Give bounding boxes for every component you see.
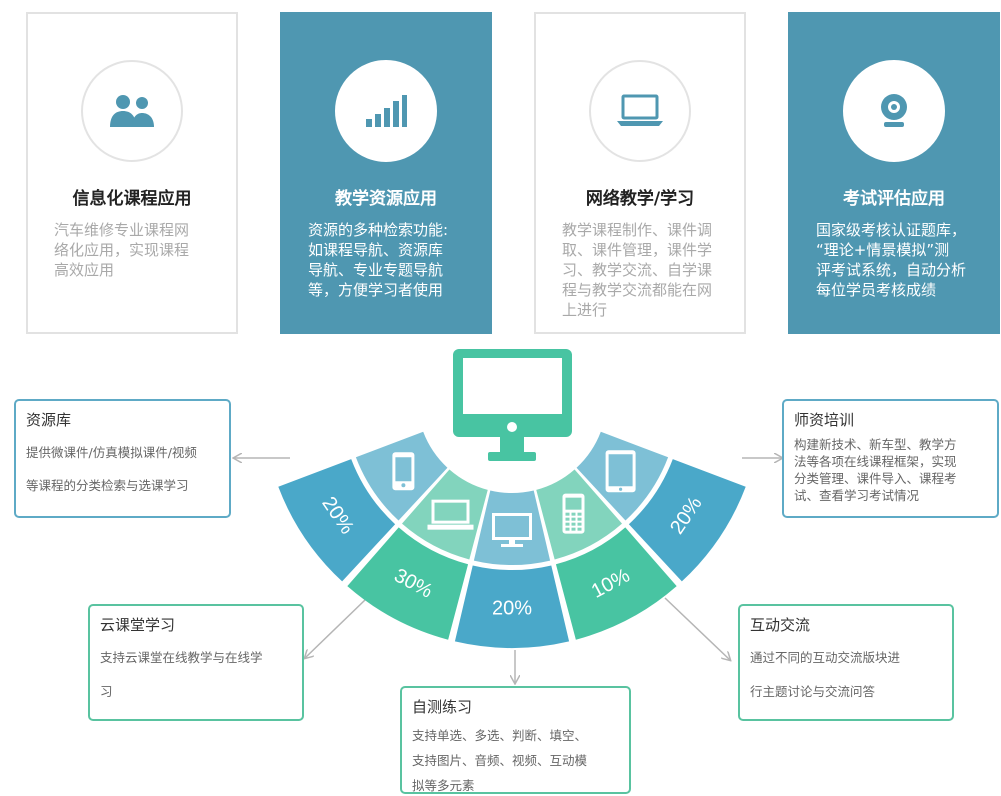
- phone-icon: [392, 452, 415, 491]
- card-title: 教学资源应用: [335, 189, 437, 209]
- feature-phone-icon: [562, 493, 585, 534]
- laptop-icon: [427, 499, 474, 530]
- card-desc: 汽车维修专业课程网络化应用，实现课程高效应用: [54, 221, 190, 279]
- box-resource-library: 资源库 提供微课件/仿真模拟课件/视频等课程的分类检索与选课学习: [14, 399, 231, 518]
- fan-outer-segment: [347, 527, 469, 640]
- box-desc: 支持单选、多选、判断、填空、支持图片、音频、视频、互动模拟等多元素: [412, 728, 588, 793]
- card-teaching-resources: 教学资源应用 资源的多种检索功能:如课程导航、资源库导航、专业专题导航等，方便学…: [280, 12, 492, 334]
- box-desc: 构建新技术、新车型、教学方法等各项在线课程框架，实现分类管理、课件导入、课程考试…: [794, 437, 957, 503]
- card-desc: 资源的多种检索功能:如课程导航、资源库导航、专业专题导航等，方便学习者使用: [308, 221, 449, 299]
- box-cloud-classroom: 云课堂学习 支持云课堂在线教学与在线学习: [88, 604, 304, 721]
- box-self-test: 自测练习 支持单选、多选、判断、填空、支持图片、音频、视频、互动模拟等多元素: [400, 686, 631, 794]
- box-title: 云课堂学习: [100, 616, 176, 634]
- box-title: 互动交流: [750, 616, 811, 634]
- webcam-icon: [881, 94, 907, 127]
- signal-bars-icon: [366, 95, 407, 127]
- box-desc: 支持云课堂在线教学与在线学习: [100, 650, 263, 699]
- card-desc: 国家级考核认证题库，“理论+情景模拟”测评考试系统，自动分析每位学员考核成绩: [816, 221, 967, 299]
- laptop-icon: [617, 94, 663, 126]
- users-icon: [110, 95, 154, 127]
- card-info-course: 信息化课程应用 汽车维修专业课程网络化应用，实现课程高效应用: [26, 12, 238, 334]
- card-desc: 教学课程制作、课件调取、课件管理，课件学习、教学交流、自学课程与教学交流都能在网…: [562, 221, 713, 319]
- card-title: 信息化课程应用: [72, 189, 192, 209]
- fan-outer-segment: [555, 527, 677, 640]
- card-online-teaching: 网络教学/学习 教学课程制作、课件调取、课件管理，课件学习、教学交流、自学课程与…: [534, 12, 746, 334]
- monitor-icon: [453, 349, 572, 461]
- card-title: 考试评估应用: [843, 189, 945, 209]
- card-title: 网络教学/学习: [585, 189, 695, 209]
- box-teacher-training: 师资培训 构建新技术、新车型、教学方法等各项在线课程框架，实现分类管理、课件导入…: [782, 399, 999, 518]
- tablet-icon: [605, 450, 636, 493]
- card-icon-circle: [335, 60, 437, 162]
- box-title: 师资培训: [794, 411, 855, 429]
- box-title: 自测练习: [412, 698, 473, 716]
- fan-outer-segment: [454, 565, 570, 648]
- connector-cloud-class: [305, 599, 366, 658]
- box-desc: 通过不同的互动交流版块进行主题讨论与交流问答: [750, 650, 901, 699]
- card-icon-circle: [589, 60, 691, 162]
- card-exam-evaluation: 考试评估应用 国家级考核认证题库，“理论+情景模拟”测评考试系统，自动分析每位学…: [788, 12, 1000, 334]
- fan-segment-label: 20%: [492, 597, 532, 619]
- connector-interaction: [664, 597, 730, 660]
- fan-outer-segment: [278, 459, 396, 582]
- card-icon-circle: [843, 60, 945, 162]
- box-desc: 提供微课件/仿真模拟课件/视频等课程的分类检索与选课学习: [26, 445, 197, 493]
- card-icon-circle: [81, 60, 183, 162]
- fan-outer-segment: [628, 459, 746, 582]
- box-interaction: 互动交流 通过不同的互动交流版块进行主题讨论与交流问答: [738, 604, 954, 721]
- box-title: 资源库: [26, 411, 72, 429]
- monitor-icon: [492, 513, 532, 547]
